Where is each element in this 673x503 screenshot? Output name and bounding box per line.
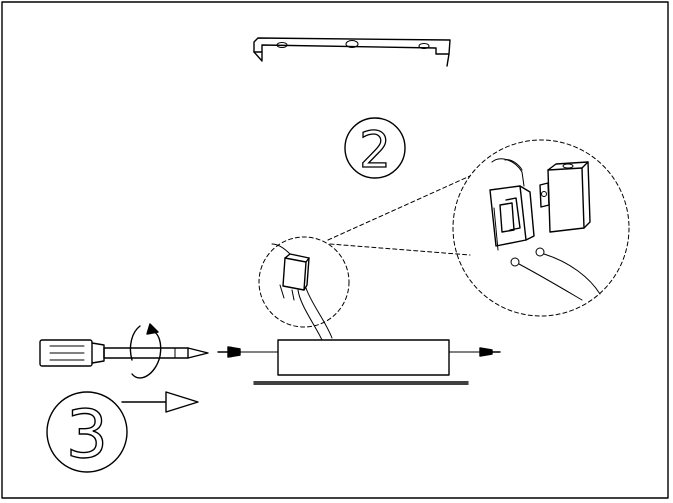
rotation-arrow-icon xyxy=(129,323,162,379)
step-2-badge: 2 xyxy=(344,117,406,180)
small-callout-circle xyxy=(258,236,350,328)
screwdriver-icon xyxy=(39,339,209,367)
large-callout-circle xyxy=(452,139,630,317)
step-2-number: 2 xyxy=(359,121,391,179)
housing-unit-icon xyxy=(239,339,481,385)
sensor-detail-icon xyxy=(489,158,601,301)
screw-left-icon xyxy=(217,346,241,358)
callout-line-upper xyxy=(327,175,471,241)
callout-line-lower xyxy=(329,243,471,256)
sensor-switch-icon xyxy=(271,243,333,341)
step-3-badge: 3 xyxy=(46,391,128,474)
push-direction-arrow-icon xyxy=(121,391,199,413)
step-3-number: 3 xyxy=(66,396,108,473)
mounting-bracket-icon xyxy=(253,37,451,67)
screw-right-icon xyxy=(479,347,501,357)
